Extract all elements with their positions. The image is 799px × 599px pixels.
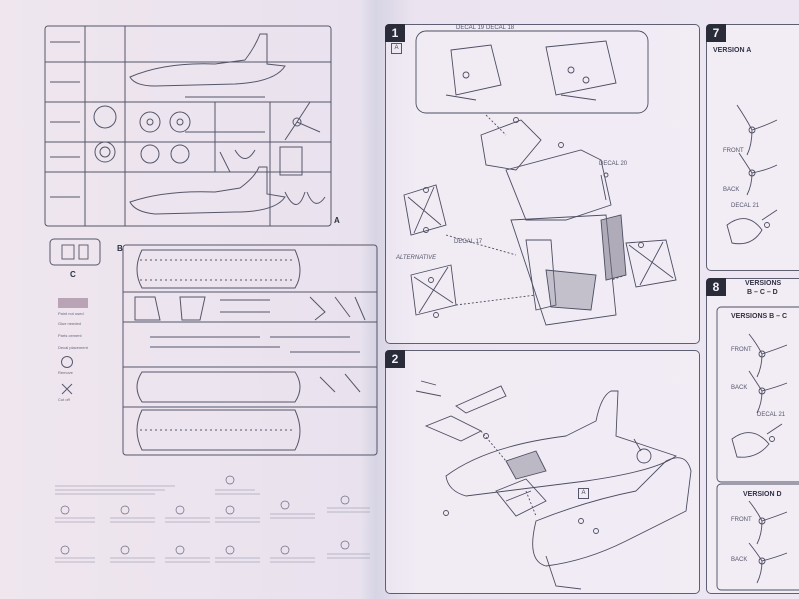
- decal-18-label: DECAL 18: [486, 25, 515, 31]
- alternative-label: ALTERNATIVE: [396, 255, 437, 261]
- sprue-b-label: B: [117, 244, 123, 253]
- step-2-box-label: A: [578, 488, 589, 499]
- paint-chart: [55, 475, 370, 563]
- back-label: BACK: [723, 187, 740, 193]
- legend-item: Paint not used: [58, 311, 84, 316]
- decal-21-label: DECAL 21: [731, 203, 760, 209]
- step-7-number: 7: [706, 24, 726, 42]
- step-1-drawing: [403, 30, 677, 326]
- legend-cut-icon: [61, 383, 73, 395]
- front-label-bc: FRONT: [731, 347, 752, 353]
- legend-item: Cut off: [58, 397, 70, 402]
- versions-subtitle: B – C – D: [747, 289, 778, 296]
- decal-21-label-bc: DECAL 21: [757, 412, 786, 418]
- versions-title: VERSIONS: [745, 280, 782, 287]
- legend-item: Remove: [58, 370, 73, 375]
- version-a-label: VERSION A: [713, 47, 752, 54]
- propeller-icon: [716, 306, 799, 591]
- sprue-c-label: C: [70, 270, 76, 279]
- sprue-c: [49, 238, 101, 266]
- legend-item: Parts cement: [58, 333, 82, 338]
- step-7-panel: 7 VERSION A FRONT BACK DECAL 21: [706, 24, 799, 271]
- versions-bc-label: VERSIONS B – C: [731, 313, 788, 320]
- propeller-icon: [726, 104, 778, 245]
- back-label-d: BACK: [731, 557, 748, 563]
- back-label-bc: BACK: [731, 385, 748, 391]
- sprue-b: [122, 244, 378, 456]
- step-1-box-label: A: [391, 43, 402, 54]
- front-label-d: FRONT: [731, 517, 752, 523]
- step-2-number: 2: [385, 350, 405, 368]
- decal-17-label: DECAL 17: [454, 239, 483, 245]
- version-d-label: VERSION D: [743, 491, 782, 498]
- step-1-panel: 1 A DECAL 19 DECAL 18 DECAL 20 DECAL 17 …: [385, 24, 700, 344]
- sprue-a: [44, 25, 332, 227]
- legend-item: Glue needed: [58, 321, 81, 326]
- step-2-drawing: [415, 380, 692, 590]
- decal-19-label: DECAL 19: [456, 25, 485, 31]
- step-2-panel: 2 A: [385, 350, 700, 594]
- step-8-panel: 8 VERSIONS B – C – D VERSIONS B – C FRON…: [706, 278, 799, 594]
- decal-20-label: DECAL 20: [599, 161, 628, 167]
- legend-swatch: [58, 298, 88, 308]
- legend-glue-icon: [61, 356, 73, 368]
- step-1-number: 1: [385, 24, 405, 42]
- front-label: FRONT: [723, 148, 744, 154]
- sprue-a-label: A: [334, 216, 340, 225]
- legend-item: Decal placement: [58, 345, 88, 350]
- step-8-number: 8: [706, 278, 726, 296]
